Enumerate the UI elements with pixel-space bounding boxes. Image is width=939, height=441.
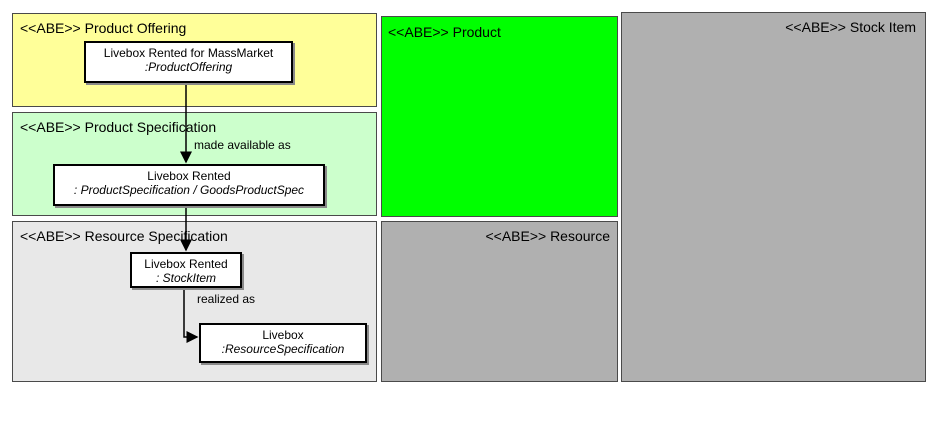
node-stock-item-type: : StockItem [155,271,217,285]
region-stock-item: <<ABE>> Stock Item [621,12,926,382]
node-resource-specification-name: Livebox [262,328,304,342]
region-label-stock-item: <<ABE>> Stock Item [785,19,916,35]
node-product-specification-type: : ProductSpecification / GoodsProductSpe… [73,183,305,197]
node-stock-item-name: Livebox Rented [144,257,228,271]
edge-label-realized-as: realized as [197,292,256,306]
node-product-offering[interactable]: Livebox Rented for MassMarket :ProductOf… [84,41,293,83]
edge-stock-to-resource [183,287,199,343]
region-product: <<ABE>> Product [381,16,618,217]
region-label-product: <<ABE>> Product [388,24,501,40]
region-product-offering: <<ABE>> Product Offering [12,13,377,107]
node-product-specification[interactable]: Livebox Rented : ProductSpecification / … [53,164,325,206]
region-label-resource: <<ABE>> Resource [485,228,610,244]
node-resource-specification-type: :ResourceSpecification [221,342,345,356]
region-label-product-specification: <<ABE>> Product Specification [20,119,217,135]
node-resource-specification[interactable]: Livebox :ResourceSpecification [199,323,367,363]
region-label-resource-specification: <<ABE>> Resource Specification [20,228,228,244]
node-product-offering-name: Livebox Rented for MassMarket [103,46,274,60]
node-product-offering-type: :ProductOffering [144,60,233,74]
region-label-product-offering: <<ABE>> Product Offering [20,20,187,36]
region-resource: <<ABE>> Resource [381,221,618,382]
node-stock-item[interactable]: Livebox Rented : StockItem [130,252,242,288]
node-product-specification-name: Livebox Rented [147,169,231,183]
edge-label-made-available-as: made available as [194,138,291,152]
